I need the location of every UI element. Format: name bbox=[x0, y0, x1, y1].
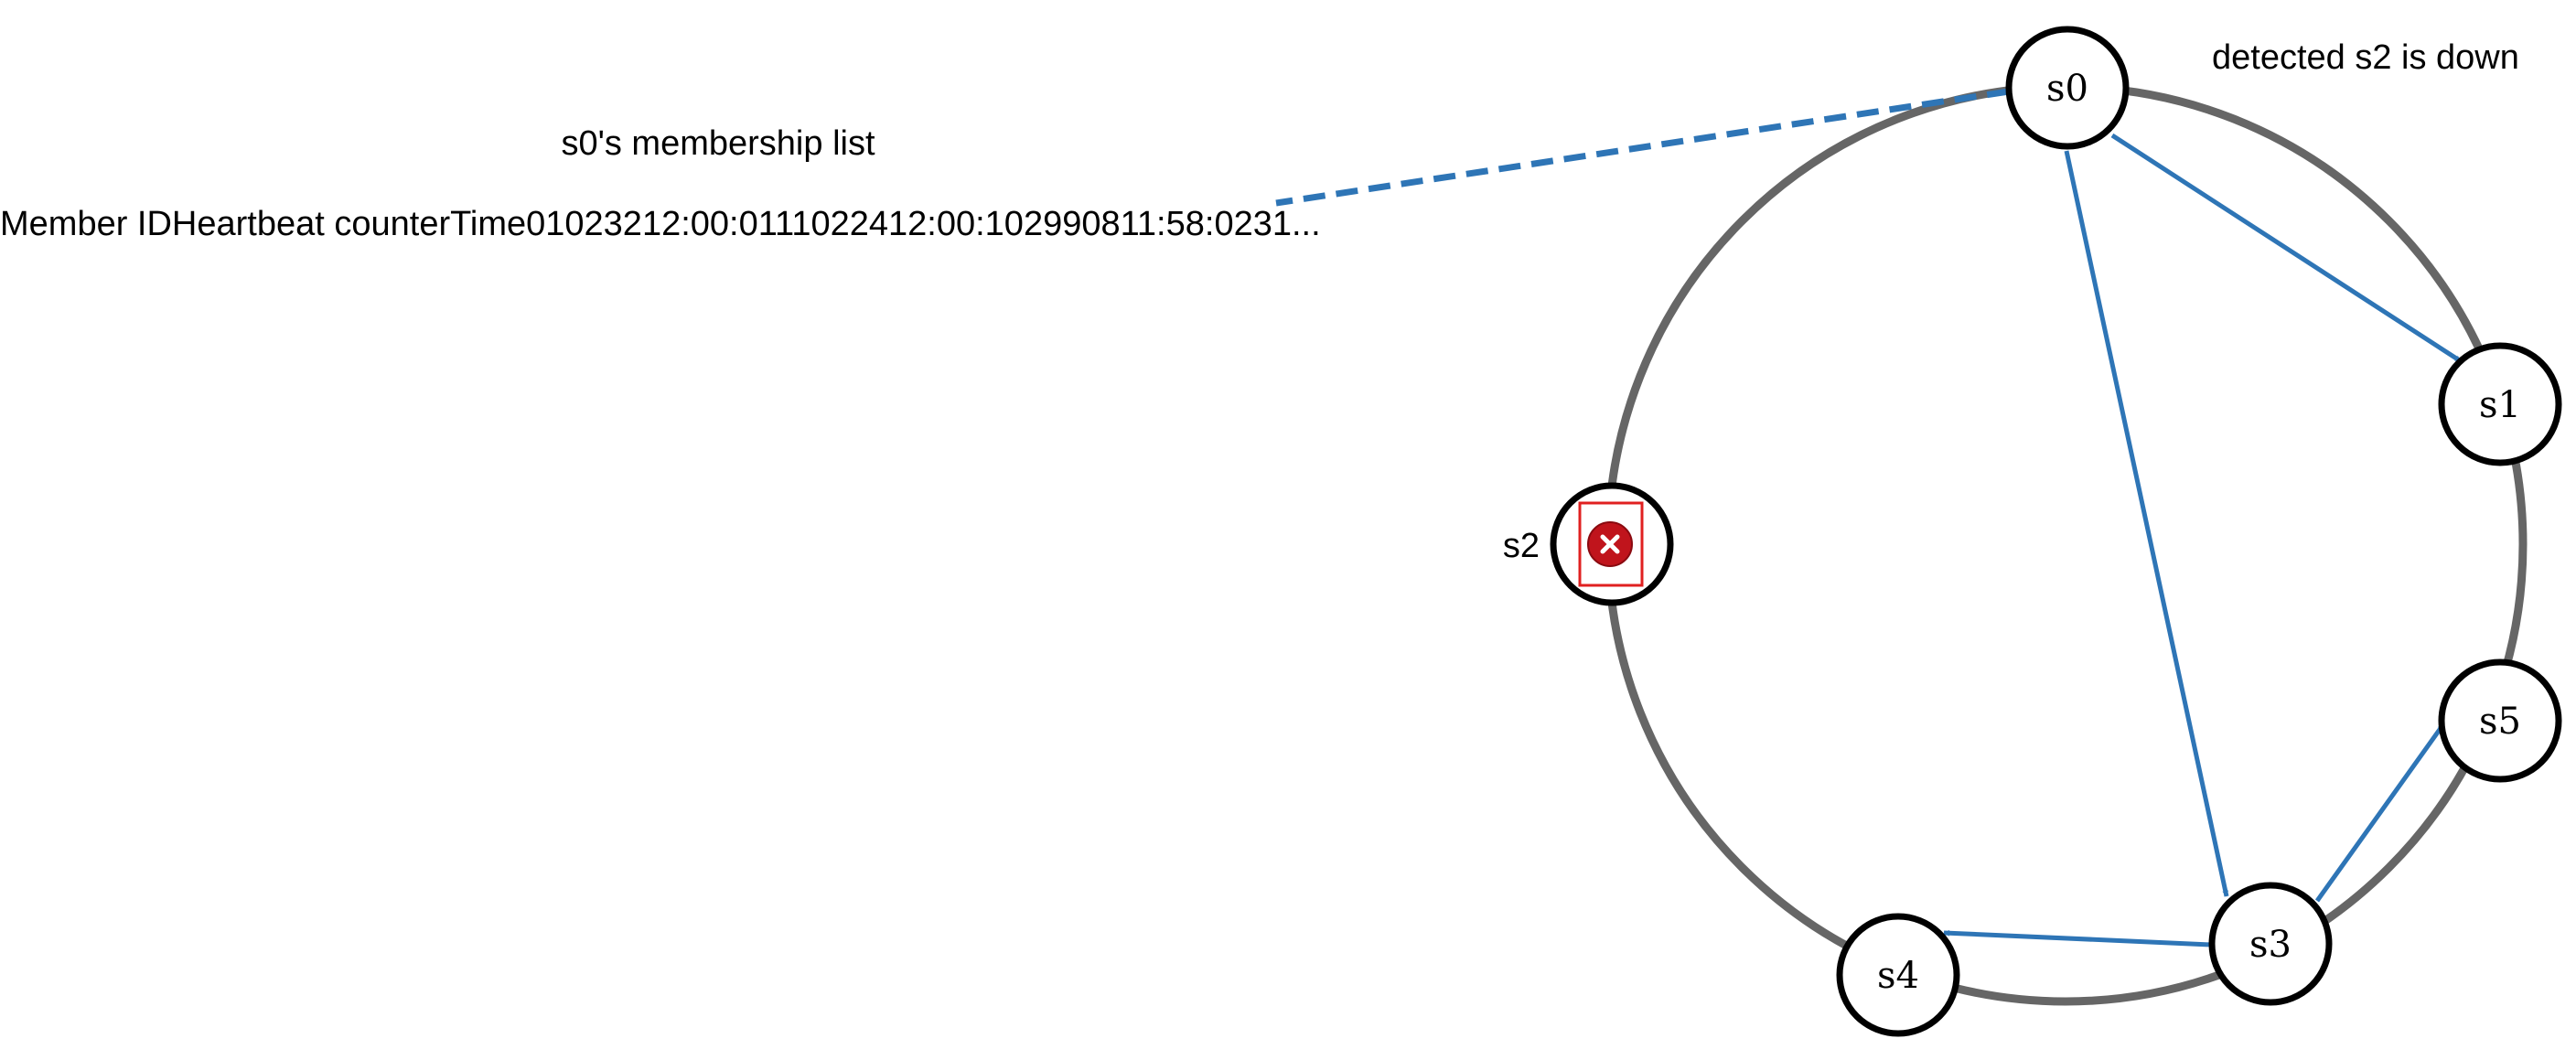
node-s1-label: s1 bbox=[2479, 384, 2521, 426]
arrow-s3-to-s5 bbox=[2314, 723, 2446, 903]
node-s3-label: s3 bbox=[2249, 924, 2292, 966]
arrow-s3-to-s4 bbox=[1943, 929, 2213, 948]
node-s5: s5 bbox=[2438, 658, 2562, 783]
node-s2-side-label: s2 bbox=[1503, 527, 1540, 565]
node-s0: s0 bbox=[2005, 26, 2130, 150]
membership-list-content: Member IDHeartbeat counterTime01023212:0… bbox=[0, 205, 1321, 243]
node-s5-label: s5 bbox=[2479, 701, 2521, 743]
node-s3: s3 bbox=[2208, 882, 2333, 1006]
detected-down-annotation: detected s2 is down bbox=[2212, 38, 2519, 77]
membership-callout-line bbox=[1275, 88, 2010, 207]
node-s4-label: s4 bbox=[1877, 955, 1919, 997]
node-s2 bbox=[1550, 482, 1674, 606]
membership-list-title: s0's membership list bbox=[561, 124, 875, 163]
hash-ring bbox=[1604, 82, 2528, 1006]
arrow-s0-to-s3 bbox=[2064, 150, 2229, 897]
arrow-s0-to-s1 bbox=[2110, 133, 2463, 364]
error-x-icon bbox=[1578, 501, 1644, 587]
node-s4: s4 bbox=[1836, 913, 1960, 1037]
node-s0-label: s0 bbox=[2046, 68, 2088, 110]
node-s1: s1 bbox=[2438, 342, 2562, 466]
